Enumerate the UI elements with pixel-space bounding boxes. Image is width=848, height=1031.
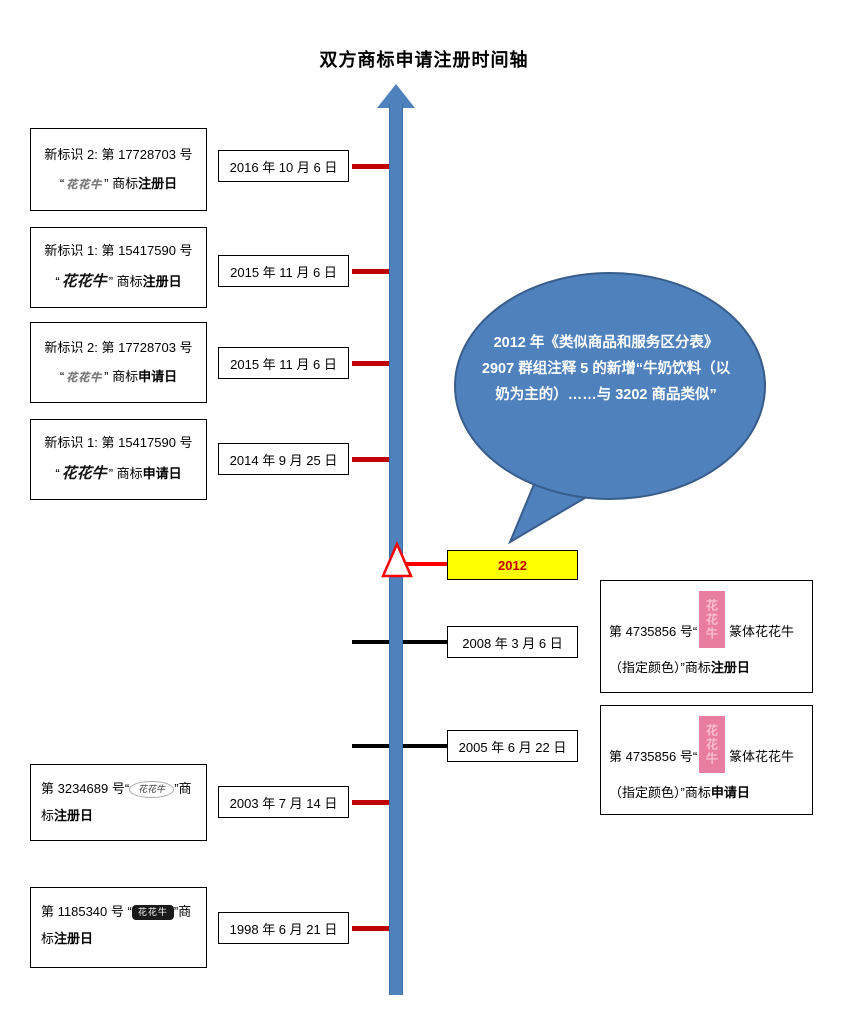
event-title: 新标识 2: 第 17728703 号 [44, 146, 193, 162]
label-prefix: 商标 [108, 175, 139, 191]
date-box-2005-06-22: 2005 年 6 月 22 日 [447, 730, 578, 762]
event-text-part1: 第 4735856 号“ [609, 749, 698, 764]
label-bold: 注册日 [54, 931, 94, 947]
event-box-newlogo2-application: 新标识 2: 第 17728703 号 “花花牛” 商标申请日 [30, 322, 207, 403]
speech-bubble-text: 2012 年《类似商品和服务区分表》2907 群组注释 5 的新增“牛奶饮料（以… [481, 335, 731, 404]
label-bold: 注册日 [142, 274, 182, 290]
speech-bubble-body [454, 272, 766, 500]
label-prefix: 商标 [108, 368, 139, 384]
quote-mark: “ [59, 175, 65, 191]
quote-mark: “ [59, 368, 65, 384]
date-box-1998-06-21: 1998 年 6 月 21 日 [218, 912, 349, 944]
label-bold: 注册日 [710, 660, 750, 675]
event-text-part3: （指定颜色）”商标注册日 [609, 657, 750, 676]
event-text-mid: ”商标 [41, 781, 192, 824]
event-text-part2: 篆体花花牛 [729, 749, 795, 764]
huahuaniu-script-logo-icon: 花花牛 [61, 273, 107, 291]
tick-1998-icon [352, 926, 390, 931]
label-prefix: （指定颜色）”商标 [609, 660, 711, 675]
event-box-newlogo1-application: 新标识 1: 第 15417590 号 “花花牛” 商标申请日 [30, 419, 207, 500]
milestone-2012-box: 2012 [447, 550, 578, 580]
zhuanti-pink-seal-logo-icon: 花花牛 [699, 591, 725, 648]
event-box-4735856-registration: 第 4735856 号“ 花花牛 篆体花花牛 （指定颜色）”商标注册日 [600, 580, 813, 693]
quote-mark: “ [55, 274, 60, 290]
label-bold: 注册日 [54, 808, 94, 824]
date-box-2008-03-06: 2008 年 3 月 6 日 [447, 626, 578, 658]
event-box-1185340-registration: 第 1185340 号 “花花牛”商标注册日 [30, 887, 207, 968]
event-box-4735856-application: 第 4735856 号“ 花花牛 篆体花花牛 （指定颜色）”商标申请日 [600, 705, 813, 815]
milestone-triangle-icon [381, 541, 413, 578]
label-bold: 注册日 [138, 175, 178, 191]
event-text-mid: ”商标 [41, 904, 192, 947]
quote-mark: ” [104, 368, 109, 384]
tick-2015-reg-icon [352, 269, 390, 274]
huahuaniu-oval-logo-icon: 花花牛 [129, 781, 175, 798]
huahuaniu-badge-logo-icon: 花花牛 [131, 904, 174, 921]
event-label: “花花牛” 商标注册日 [37, 265, 200, 298]
quote-mark: ” [108, 466, 114, 482]
date-box-2015-11-06-reg: 2015 年 11 月 6 日 [218, 255, 349, 287]
tick-2014-icon [352, 457, 390, 462]
date-box-2016-10-06: 2016 年 10 月 6 日 [218, 150, 349, 182]
label-prefix: （指定颜色）”商标 [609, 785, 711, 800]
tick-2003-icon [352, 800, 390, 805]
event-box-newlogo1-registration: 新标识 1: 第 15417590 号 “花花牛” 商标注册日 [30, 227, 207, 308]
label-bold: 申请日 [138, 368, 178, 384]
label-prefix: 商标 [113, 274, 143, 290]
event-label: “花花牛” 商标申请日 [37, 457, 200, 490]
huahuaniu-figure-logo-icon: 花花牛 [66, 178, 103, 191]
event-label: “花花牛” 商标注册日 [37, 170, 200, 199]
event-text-part1: 第 4735856 号“ [609, 624, 698, 639]
label-bold: 申请日 [142, 466, 182, 482]
huahuaniu-figure-logo-icon: 花花牛 [66, 371, 103, 384]
zhuanti-pink-seal-logo-icon: 花花牛 [699, 716, 725, 773]
quote-mark: ” [108, 274, 114, 290]
event-text-prefix: 第 3234689 号“ [41, 781, 130, 796]
date-box-2003-07-14: 2003 年 7 月 14 日 [218, 786, 349, 818]
quote-mark: “ [55, 466, 60, 482]
event-title: 新标识 2: 第 17728703 号 [44, 339, 193, 355]
event-label: “花花牛” 商标申请日 [37, 363, 200, 392]
label-bold: 申请日 [710, 785, 750, 800]
event-text-part2: 篆体花花牛 [729, 624, 795, 639]
huahuaniu-script-logo-icon: 花花牛 [61, 465, 107, 483]
event-title: 新标识 1: 第 15417590 号 [44, 434, 193, 450]
tick-2015-app-icon [352, 361, 390, 366]
date-box-2015-11-06-app: 2015 年 11 月 6 日 [218, 347, 349, 379]
speech-bubble [454, 272, 766, 545]
event-text-part3: （指定颜色）”商标申请日 [609, 782, 750, 801]
tick-2016-icon [352, 164, 390, 169]
date-box-2014-09-25: 2014 年 9 月 25 日 [218, 443, 349, 475]
event-title: 新标识 1: 第 15417590 号 [44, 242, 193, 258]
quote-mark: ” [104, 175, 109, 191]
event-box-newlogo2-registration: 新标识 2: 第 17728703 号 “花花牛” 商标注册日 [30, 128, 207, 211]
event-text-prefix: 第 1185340 号 “ [41, 904, 132, 919]
milestone-connector-line [404, 562, 447, 566]
label-prefix: 商标 [113, 466, 143, 482]
event-box-3234689-registration: 第 3234689 号“花花牛”商标注册日 [30, 764, 207, 841]
page-title: 双方商标申请注册时间轴 [319, 50, 529, 70]
